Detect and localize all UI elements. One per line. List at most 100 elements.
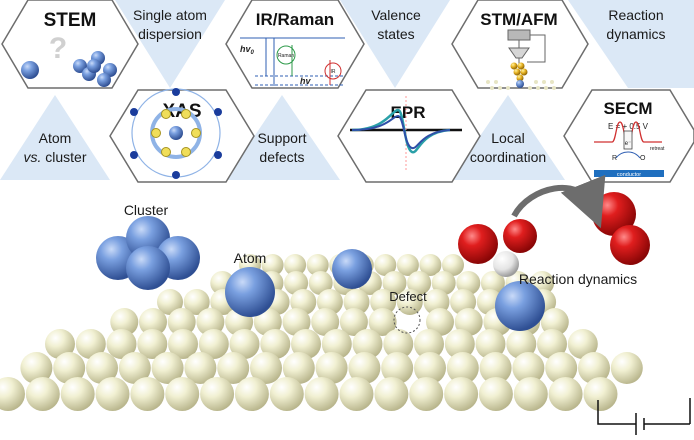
- support-atom: [480, 271, 505, 295]
- stm-gold-tip: [510, 62, 528, 82]
- label-cluster: Cluster: [124, 202, 169, 218]
- support-atom: [513, 377, 548, 411]
- hex-stm-afm: [451, 0, 589, 89]
- support-atom: [414, 329, 444, 359]
- support-atom: [311, 308, 340, 336]
- support-atom: [234, 377, 269, 411]
- triangle-valence: [340, 0, 450, 88]
- product-molecule: [592, 192, 650, 265]
- label-valence-2: states: [377, 26, 414, 42]
- support-atom: [167, 308, 196, 336]
- support-atom: [583, 377, 618, 411]
- xas-inset: [130, 88, 222, 179]
- support-atom: [308, 271, 333, 295]
- support-atom: [269, 377, 304, 411]
- support-atom: [396, 289, 423, 315]
- support-atom: [261, 254, 284, 276]
- stm-afm-inset: [486, 29, 556, 90]
- property-triangles: [0, 0, 694, 180]
- triangle-local: [450, 95, 565, 180]
- support-atom: [130, 377, 165, 411]
- support-atom: [475, 329, 506, 359]
- label-atom-cluster-1: Atom: [39, 130, 72, 146]
- label-defect: Defect: [389, 289, 427, 304]
- support-atom: [339, 308, 368, 336]
- label-support-2: defects: [259, 149, 304, 165]
- support-atom: [282, 308, 311, 336]
- support-atom: [137, 329, 168, 359]
- support-atom: [506, 329, 537, 359]
- support-atom: [368, 308, 397, 336]
- ir-hv0-label: hv0: [240, 44, 255, 56]
- support-atom: [381, 352, 414, 384]
- secm-potential-label: E = + 0.5 V: [608, 122, 649, 131]
- support-atom: [343, 289, 370, 315]
- epr-inset: [350, 96, 462, 172]
- support-atom: [45, 329, 75, 359]
- support-atom: [106, 329, 137, 359]
- xas-core-atom: [169, 126, 183, 140]
- support-atom: [419, 254, 442, 276]
- support-atom: [537, 329, 567, 359]
- stem-question-mark: ?: [49, 32, 67, 65]
- support-atom: [315, 352, 348, 384]
- title-secm: SECM: [603, 99, 652, 118]
- support-atom: [374, 254, 397, 276]
- support-atom: [479, 352, 512, 384]
- support-atom: [610, 352, 643, 384]
- ir-raman-inset: [240, 37, 345, 86]
- label-reaction-2: dynamics: [606, 26, 665, 42]
- support-atom: [545, 352, 578, 384]
- label-local-1: Local: [491, 130, 524, 146]
- triangle-single-atom: [115, 0, 225, 88]
- secm-electron-label: e⁻: [625, 141, 632, 147]
- stem-inset: ?: [21, 32, 117, 87]
- support-atom: [321, 329, 352, 359]
- support-atom: [454, 308, 483, 336]
- label-local-2: coordination: [470, 149, 546, 165]
- label-support-1: Support: [257, 130, 306, 146]
- label-single-atom-2: dispersion: [138, 26, 202, 42]
- label-atom-cluster-2: vs. cluster: [23, 149, 86, 165]
- support-atom: [184, 352, 217, 384]
- support-atom: [306, 254, 329, 276]
- support-atom: [196, 308, 225, 336]
- support-atom: [370, 289, 397, 315]
- support-atom: [348, 352, 381, 384]
- secm-inset: E = + 0.5 V retreat e⁻ R O conductor: [594, 121, 665, 178]
- label-single-atom-1: Single atom: [133, 7, 207, 23]
- support-atom: [282, 352, 315, 384]
- support-atom: [250, 352, 282, 384]
- support-atom: [198, 329, 229, 359]
- secm-r-label: R: [612, 155, 617, 162]
- metal-atom-background: [332, 249, 372, 289]
- reaction-metal-atom: [495, 281, 545, 331]
- support-atom: [431, 271, 456, 295]
- support-atom: [383, 329, 414, 359]
- support-atom: [512, 352, 545, 384]
- support-atom: [578, 352, 610, 384]
- support-atom: [260, 329, 291, 359]
- triangle-atom-cluster: [0, 95, 110, 180]
- technique-panel: STEM IR/Raman STM/AFM XAS EPR SECM Singl…: [0, 0, 694, 183]
- secm-o-label: O: [640, 155, 646, 162]
- support-atom: [95, 377, 130, 411]
- support-atom: [444, 329, 475, 359]
- stem-cluster: [73, 51, 117, 87]
- secm-retreat-label: retreat: [650, 146, 665, 152]
- support-atom: [75, 329, 106, 359]
- title-stm-afm: STM/AFM: [480, 10, 557, 29]
- ir-raman-label: Raman: [278, 53, 294, 59]
- title-epr: EPR: [391, 103, 426, 122]
- ir-hv-label: hv: [300, 76, 311, 86]
- support-atom: [139, 308, 167, 336]
- circuit-symbol: [597, 398, 691, 435]
- label-valence-1: Valence: [371, 7, 421, 23]
- label-reaction-1: Reaction: [608, 7, 663, 23]
- support-atom: [374, 377, 409, 411]
- support-atom: [157, 289, 183, 315]
- title-stem: STEM: [44, 10, 97, 31]
- support-atom: [304, 377, 339, 411]
- defect-marker: [393, 306, 421, 334]
